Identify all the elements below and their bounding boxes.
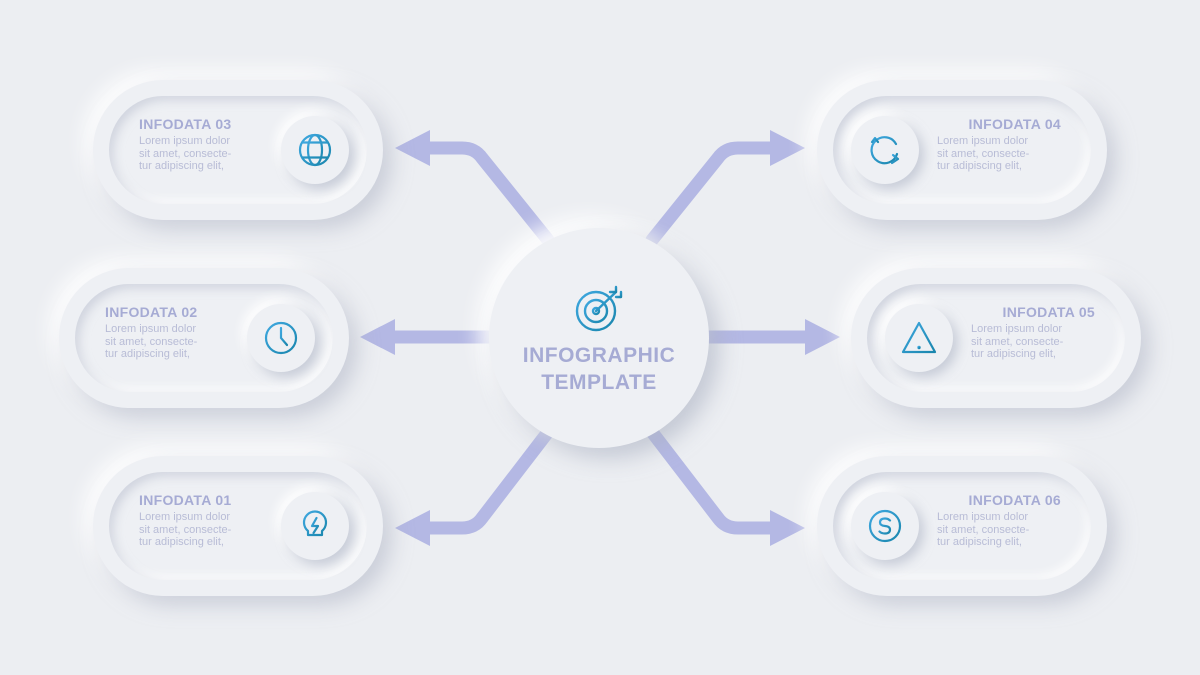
infodata-05-inset: INFODATA 05 Lorem ipsum dolor sit amet, … xyxy=(867,284,1125,392)
lightbulb-icon xyxy=(302,510,328,541)
infodata-03-inset: INFODATA 03 Lorem ipsum dolor sit amet, … xyxy=(109,96,367,204)
infodata-03-icon-button xyxy=(281,116,349,184)
infodata-01-description: Lorem ipsum dolor sit amet, consecte- tu… xyxy=(139,511,232,548)
infodata-03-card: INFODATA 03 Lorem ipsum dolor sit amet, … xyxy=(93,80,383,220)
infodata-01-text: INFODATA 01 Lorem ipsum dolor sit amet, … xyxy=(139,492,263,549)
infodata-01-card: INFODATA 01 Lorem ipsum dolor sit amet, … xyxy=(93,456,383,596)
infodata-05-card: INFODATA 05 Lorem ipsum dolor sit amet, … xyxy=(851,268,1141,408)
infodata-04-inset: INFODATA 04 Lorem ipsum dolor sit amet, … xyxy=(833,96,1091,204)
infodata-01-inset: INFODATA 01 Lorem ipsum dolor sit amet, … xyxy=(109,472,367,580)
center-title-line1: INFOGRAPHIC xyxy=(522,344,676,367)
infodata-01-icon-button xyxy=(281,492,349,560)
infodata-03-description: Lorem ipsum dolor sit amet, consecte- tu… xyxy=(139,135,232,172)
infodata-02-title: INFODATA 02 xyxy=(105,304,198,320)
arrowhead-03 xyxy=(395,130,430,166)
center-title-line2: TEMPLATE xyxy=(541,371,657,394)
infodata-06-text: INFODATA 06 Lorem ipsum dolor sit amet, … xyxy=(937,492,1061,549)
infodata-04-card: INFODATA 04 Lorem ipsum dolor sit amet, … xyxy=(817,80,1107,220)
infodata-06-inset: INFODATA 06 Lorem ipsum dolor sit amet, … xyxy=(833,472,1091,580)
center-title: INFOGRAPHIC TEMPLATE xyxy=(489,342,709,396)
infodata-06-description: Lorem ipsum dolor sit amet, consecte- tu… xyxy=(937,511,1030,548)
infodata-05-description: Lorem ipsum dolor sit amet, consecte- tu… xyxy=(971,323,1064,360)
arrow-to-infodata-04 xyxy=(645,141,779,247)
refresh-icon xyxy=(870,136,900,165)
infodata-02-icon-button xyxy=(247,304,315,372)
infodata-06-icon-button xyxy=(851,492,919,560)
globe-icon xyxy=(298,133,332,167)
warning-icon xyxy=(901,321,937,354)
infodata-05-icon-button xyxy=(885,304,953,372)
arrowhead-01 xyxy=(395,510,430,546)
infodata-04-description: Lorem ipsum dolor sit amet, consecte- tu… xyxy=(937,135,1030,172)
arrowhead-05 xyxy=(805,319,840,355)
infodata-04-icon-button xyxy=(851,116,919,184)
dollar-icon xyxy=(868,509,902,543)
infodata-04-text: INFODATA 04 Lorem ipsum dolor sit amet, … xyxy=(937,116,1061,173)
infodata-06-title: INFODATA 06 xyxy=(968,492,1061,508)
arrow-to-infodata-01 xyxy=(421,425,555,535)
infodata-03-text: INFODATA 03 Lorem ipsum dolor sit amet, … xyxy=(139,116,263,173)
clock-icon xyxy=(264,321,298,355)
infodata-05-title: INFODATA 05 xyxy=(1002,304,1095,320)
infodata-05-text: INFODATA 05 Lorem ipsum dolor sit amet, … xyxy=(971,304,1095,361)
infodata-01-title: INFODATA 01 xyxy=(139,492,232,508)
infodata-02-inset: INFODATA 02 Lorem ipsum dolor sit amet, … xyxy=(75,284,333,392)
arrowhead-04 xyxy=(770,130,805,166)
infodata-04-title: INFODATA 04 xyxy=(968,116,1061,132)
arrowhead-02 xyxy=(360,319,395,355)
infodata-06-card: INFODATA 06 Lorem ipsum dolor sit amet, … xyxy=(817,456,1107,596)
center-hub: INFOGRAPHIC TEMPLATE xyxy=(489,228,709,448)
infodata-02-description: Lorem ipsum dolor sit amet, consecte- tu… xyxy=(105,323,198,360)
target-icon xyxy=(575,285,623,332)
infodata-03-title: INFODATA 03 xyxy=(139,116,232,132)
infodata-02-card: INFODATA 02 Lorem ipsum dolor sit amet, … xyxy=(59,268,349,408)
infodata-02-text: INFODATA 02 Lorem ipsum dolor sit amet, … xyxy=(105,304,229,361)
arrow-to-infodata-03 xyxy=(421,141,555,247)
arrow-to-infodata-06 xyxy=(645,425,779,535)
arrowhead-06 xyxy=(770,510,805,546)
